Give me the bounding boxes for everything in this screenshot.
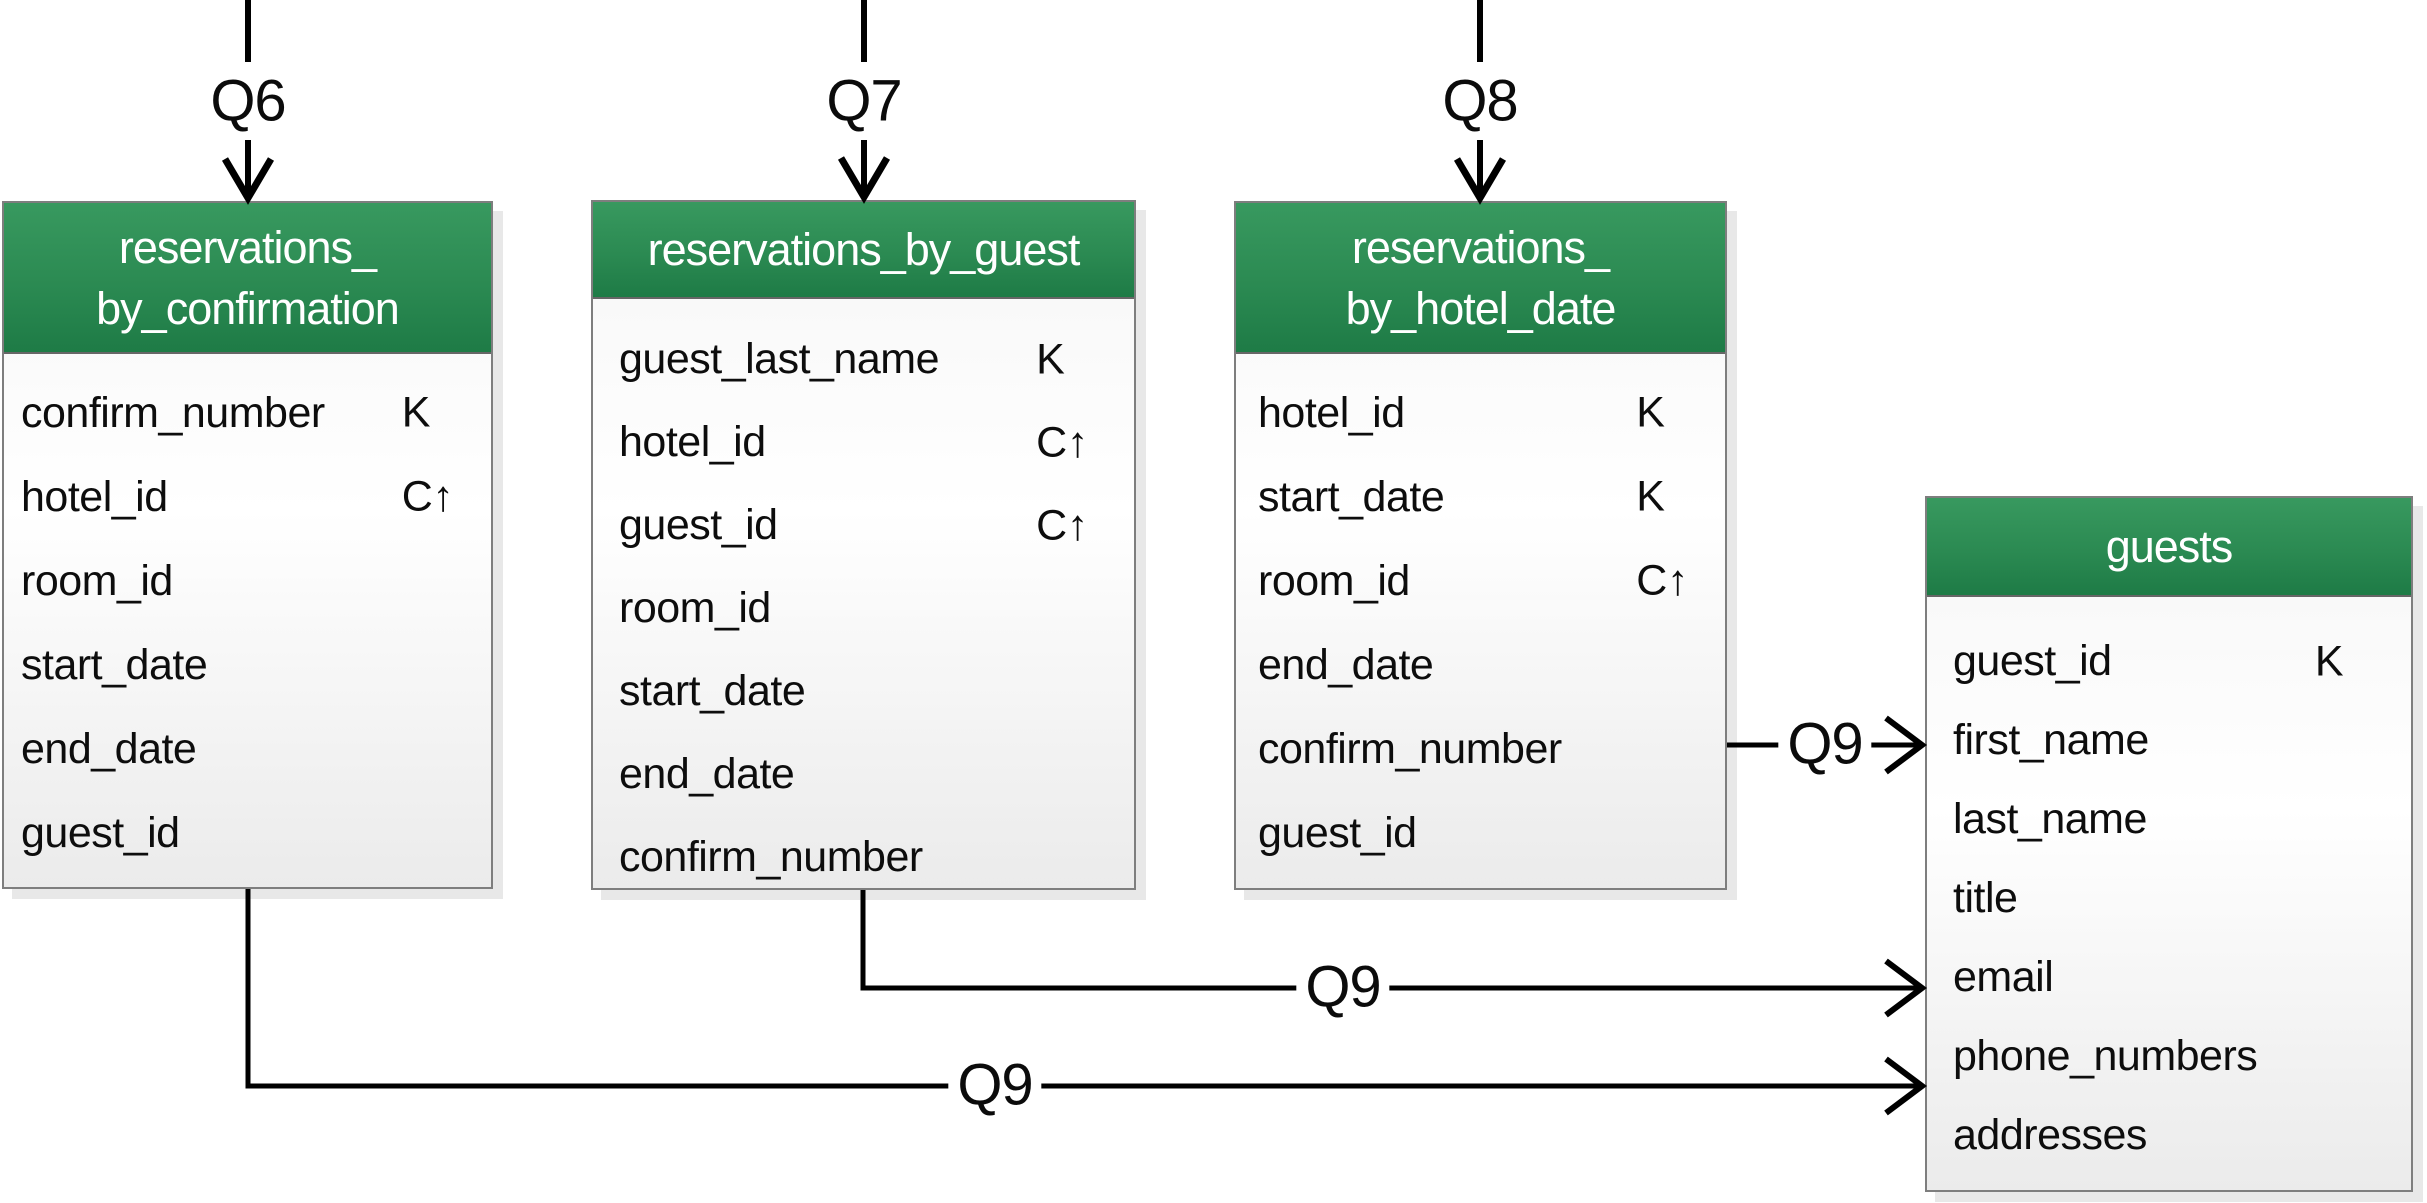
field-row: room_id C↑	[1258, 539, 1725, 623]
field-name: guest_id	[619, 501, 778, 549]
field-name: room_id	[1258, 556, 1410, 605]
field-row: room_id	[21, 539, 491, 623]
field-row: hotel_id K	[1258, 371, 1725, 455]
field-name: hotel_id	[1258, 388, 1405, 437]
field-key-annotation: K	[1636, 472, 1665, 521]
table-header-reservations-by-hotel-date: reservations_ by_hotel_date	[1236, 203, 1725, 354]
field-name: confirm_number	[1258, 724, 1562, 773]
field-row: end_date	[1258, 623, 1725, 707]
field-key-annotation: K	[401, 388, 431, 437]
field-name: confirm_number	[21, 388, 325, 437]
field-name: start_date	[619, 667, 806, 715]
field-row: title	[1953, 859, 2411, 938]
field-row: start_date	[21, 623, 491, 707]
field-key-annotation: C↑	[1636, 556, 1688, 605]
table-header-guests: guests	[1927, 498, 2411, 597]
field-row: hotel_id C↑	[619, 401, 1134, 484]
query-label-q9-confirmation: Q9	[948, 1051, 1042, 1119]
field-name: guest_last_name	[619, 335, 940, 383]
field-name: room_id	[619, 584, 771, 632]
field-name: last_name	[1953, 795, 2147, 843]
table-header-reservations-by-guest: reservations_by_guest	[593, 202, 1134, 299]
field-name: email	[1953, 953, 2054, 1001]
field-row: confirm_number K	[21, 371, 491, 455]
field-row: confirm_number	[1258, 707, 1725, 791]
field-name: guest_id	[1953, 637, 2112, 685]
query-label-q9-guest: Q9	[1296, 953, 1390, 1021]
field-key-annotation: C↑	[1036, 501, 1088, 549]
field-name: start_date	[1258, 472, 1445, 521]
field-name: room_id	[21, 556, 173, 605]
field-row: guest_last_name K	[619, 318, 1134, 401]
field-row: end_date	[619, 733, 1134, 816]
field-row: last_name	[1953, 780, 2411, 859]
field-row: first_name	[1953, 701, 2411, 780]
field-row: guest_id C↑	[619, 484, 1134, 567]
query-label-q7: Q7	[817, 67, 911, 135]
field-row: guest_id	[1258, 791, 1725, 875]
field-key-annotation: C↑	[401, 472, 454, 521]
field-row: start_date K	[1258, 455, 1725, 539]
field-row: addresses	[1953, 1096, 2411, 1175]
field-name: start_date	[21, 640, 208, 689]
q9-guest-connector	[860, 890, 1927, 1018]
field-key-annotation: C↑	[1036, 418, 1088, 466]
field-row: guest_id	[21, 791, 491, 875]
query-label-q6: Q6	[201, 67, 295, 135]
field-name: hotel_id	[619, 418, 766, 466]
field-name: guest_id	[1258, 808, 1417, 857]
query-label-q8: Q8	[1433, 67, 1527, 135]
field-row: guest_id K	[1953, 622, 2411, 701]
field-name: end_date	[619, 750, 795, 798]
field-row: end_date	[21, 707, 491, 791]
table-header-reservations-by-confirmation: reservations_ by_confirmation	[4, 203, 491, 354]
field-name: end_date	[1258, 640, 1434, 689]
field-key-annotation: K	[2314, 637, 2344, 685]
field-name: addresses	[1953, 1111, 2147, 1159]
field-name: hotel_id	[21, 472, 168, 521]
field-name: first_name	[1953, 716, 2149, 764]
field-row: room_id	[619, 567, 1134, 650]
table-reservations-by-confirmation: reservations_ by_confirmation confirm_nu…	[2, 201, 493, 889]
q9-confirmation-connector	[245, 889, 1927, 1116]
field-row: hotel_id C↑	[21, 455, 491, 539]
field-row: confirm_number	[619, 816, 1134, 899]
field-name: guest_id	[21, 808, 180, 857]
field-name: phone_numbers	[1953, 1032, 2258, 1080]
field-row: email	[1953, 938, 2411, 1017]
query-label-q9-hotel-date: Q9	[1778, 710, 1872, 778]
field-row: phone_numbers	[1953, 1017, 2411, 1096]
field-name: title	[1953, 874, 2018, 922]
field-row: start_date	[619, 650, 1134, 733]
field-name: end_date	[21, 724, 197, 773]
field-key-annotation: K	[1636, 388, 1665, 437]
field-name: confirm_number	[619, 833, 923, 881]
field-key-annotation: K	[1036, 335, 1065, 383]
